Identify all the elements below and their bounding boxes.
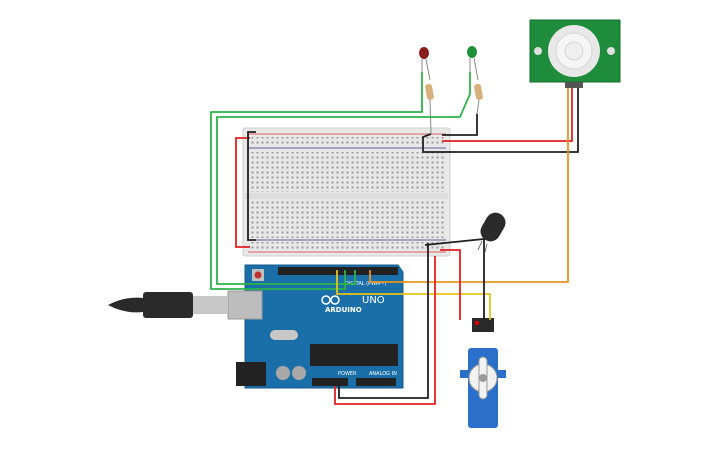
breadboard-holes-lower: [250, 200, 444, 238]
analog-header-label: ANALOG IN: [369, 371, 397, 377]
breadboard-holes-upper: [250, 152, 444, 192]
arduino-model-label: UNO: [362, 295, 385, 306]
black-wire-green-led-gnd: [442, 114, 478, 136]
digital-header: [278, 267, 398, 275]
resistor-green-led: [474, 83, 483, 115]
yellow-wire-servo-signal: [336, 270, 491, 320]
black-wire-rail-link: [247, 131, 256, 241]
power-header: [312, 378, 348, 386]
atmega-chip: [310, 344, 398, 366]
red-wire-arduino-5v: [334, 256, 436, 405]
capacitor-2: [292, 366, 306, 380]
pir-sensor: [529, 19, 621, 88]
wires: [210, 72, 579, 405]
breadboard-center-channel: [245, 193, 448, 199]
red-led: [419, 47, 431, 81]
analog-header: [356, 378, 396, 386]
usb-cable-icon: [108, 292, 228, 318]
breadboard-rail-holes: [250, 137, 444, 145]
orange-wire-pir-signal: [369, 88, 569, 283]
digital-header-label: DIGITAL (PWM~): [345, 281, 387, 287]
servo-motor: [460, 318, 506, 428]
dc-jack[interactable]: [236, 362, 266, 386]
breadboard: [242, 127, 451, 257]
black-wire-arduino-gnd: [338, 243, 429, 399]
usb-port[interactable]: [227, 290, 263, 320]
black-wire-pir-gnd: [422, 88, 579, 153]
red-wire-rail-link: [235, 137, 250, 248]
arduino-uno-board: ARDUINO UNO DIGITAL (PWM~) POWER ANALOG …: [227, 264, 404, 389]
green-led: [467, 46, 479, 81]
resistor-red-led: [425, 83, 434, 135]
black-wire-servo-gnd: [424, 238, 485, 320]
infinity-logo-icon: [321, 295, 340, 305]
green-wire-red-led: [210, 72, 423, 290]
electrolytic-capacitor: [477, 212, 506, 253]
arduino-brand-label: ARDUINO: [325, 306, 362, 314]
red-wire-servo-vcc: [440, 249, 461, 320]
red-wire-pir-vcc: [442, 88, 573, 142]
crystal-oscillator: [270, 330, 298, 340]
green-wire-green-led: [216, 72, 471, 285]
power-header-label: POWER: [338, 371, 357, 377]
capacitor-1: [276, 366, 290, 380]
